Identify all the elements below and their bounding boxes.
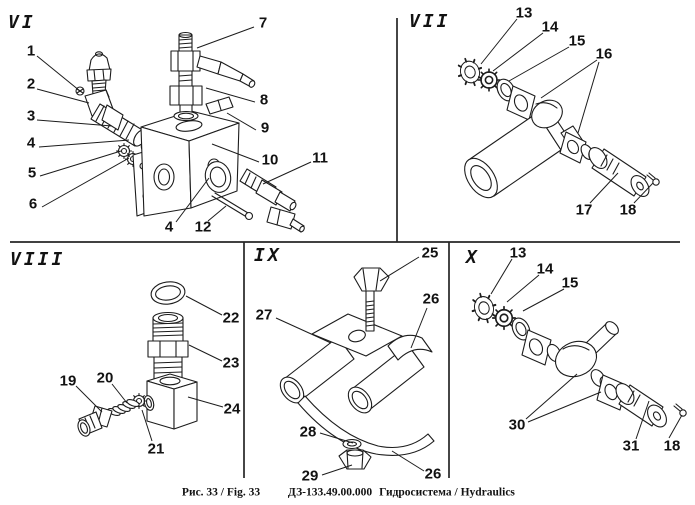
callout-vii-17: 17 bbox=[575, 201, 593, 219]
callout-vi-9: 9 bbox=[260, 119, 270, 137]
callout-viii-21: 21 bbox=[147, 440, 165, 458]
callout-x-14: 14 bbox=[536, 260, 554, 278]
callout-vi-3: 3 bbox=[26, 107, 36, 125]
callout-x-30: 30 bbox=[508, 416, 526, 434]
callout-viii-20: 20 bbox=[96, 369, 114, 387]
panel-label-viii: VIII bbox=[10, 249, 66, 270]
panel-viii-art bbox=[77, 281, 198, 437]
callout-ix-26b: 26 bbox=[424, 465, 442, 483]
caption-title: Гидросистема / Hydraulics bbox=[379, 486, 515, 499]
callout-ix-27: 27 bbox=[255, 306, 273, 324]
panel-label-x: X bbox=[466, 247, 480, 268]
leader-lines-ix bbox=[275, 256, 428, 476]
panel-label-vii: VII bbox=[409, 11, 451, 32]
callout-vii-16: 16 bbox=[595, 45, 613, 63]
callout-x-18: 18 bbox=[663, 437, 681, 455]
callout-ix-29: 29 bbox=[301, 467, 319, 485]
callout-vi-12: 12 bbox=[194, 218, 212, 236]
callout-ix-26a: 26 bbox=[422, 290, 440, 308]
callout-vi-10: 10 bbox=[261, 151, 279, 169]
callout-viii-23: 23 bbox=[222, 354, 240, 372]
caption-drawing-code: ДЗ-133.49.00.000 bbox=[287, 486, 373, 499]
callout-vii-13: 13 bbox=[515, 4, 533, 22]
callout-vi-7: 7 bbox=[258, 14, 268, 32]
callout-vii-14: 14 bbox=[541, 18, 559, 36]
callout-viii-24: 24 bbox=[223, 400, 241, 418]
callout-ix-28: 28 bbox=[299, 423, 317, 441]
callout-vi-6: 6 bbox=[28, 195, 38, 213]
callout-ix-25: 25 bbox=[421, 244, 439, 262]
leader-lines-vi bbox=[36, 26, 312, 223]
caption-figure-number: Рис. 33 / Fig. 33 bbox=[181, 486, 261, 499]
leader-lines-viii bbox=[75, 295, 224, 442]
panel-label-vi: VI bbox=[8, 12, 36, 33]
callout-vii-15: 15 bbox=[568, 32, 586, 50]
callout-vi-11: 11 bbox=[312, 149, 328, 167]
callout-vi-5: 5 bbox=[27, 164, 37, 182]
callout-x-13: 13 bbox=[509, 244, 527, 262]
callout-vi-2: 2 bbox=[26, 75, 36, 93]
callout-vi-1: 1 bbox=[26, 42, 36, 60]
panel-vi-art bbox=[75, 31, 305, 233]
leader-lines-vii bbox=[480, 18, 654, 204]
callout-viii-19: 19 bbox=[59, 372, 77, 390]
callout-x-31: 31 bbox=[622, 437, 640, 455]
callout-x-15: 15 bbox=[561, 274, 579, 292]
callout-viii-22: 22 bbox=[222, 309, 240, 327]
panel-dividers bbox=[10, 18, 680, 478]
panel-x-art bbox=[467, 289, 687, 428]
leader-lines-x bbox=[490, 258, 683, 440]
panel-label-ix: IX bbox=[254, 245, 282, 266]
panel-vii-art bbox=[453, 53, 660, 199]
callout-vi-4b: 4 bbox=[164, 218, 174, 236]
callout-vii-18: 18 bbox=[619, 201, 637, 219]
panel-ix-art bbox=[279, 267, 435, 470]
callout-vi-8: 8 bbox=[259, 91, 269, 109]
callout-vi-4: 4 bbox=[26, 134, 36, 152]
